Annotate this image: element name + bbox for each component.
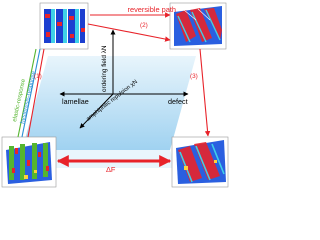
delta-f-label: ΔF xyxy=(106,165,116,174)
path-2-arrow xyxy=(87,23,171,42)
lamellae-label: lamellae xyxy=(62,97,89,106)
transition-paths xyxy=(17,12,211,167)
path-3-arrow xyxy=(199,48,211,137)
panel-top-right xyxy=(169,2,227,50)
amphiphilic-repulsion-axis xyxy=(79,93,114,129)
panel-top-left xyxy=(39,2,89,50)
ordering-field-label: ordering field λN xyxy=(101,45,108,92)
panel-bottom-right xyxy=(171,136,229,188)
defect-label: defect xyxy=(168,97,188,106)
path-2-label: (2) xyxy=(140,22,148,29)
path-1-label: (1) xyxy=(34,73,42,80)
axes xyxy=(59,29,189,129)
phase-diagram-scene: reversible path (2) (1) (3) ordering fie… xyxy=(1,2,229,188)
panel-bottom-left xyxy=(1,136,57,188)
phase-plane xyxy=(22,56,196,150)
hysteresis-response-line xyxy=(21,48,41,138)
reversible-path-label: reversible path xyxy=(128,5,176,14)
path-1-line xyxy=(27,48,45,138)
elastic-response-line xyxy=(17,48,37,138)
path-3-label: (3) xyxy=(190,73,198,80)
